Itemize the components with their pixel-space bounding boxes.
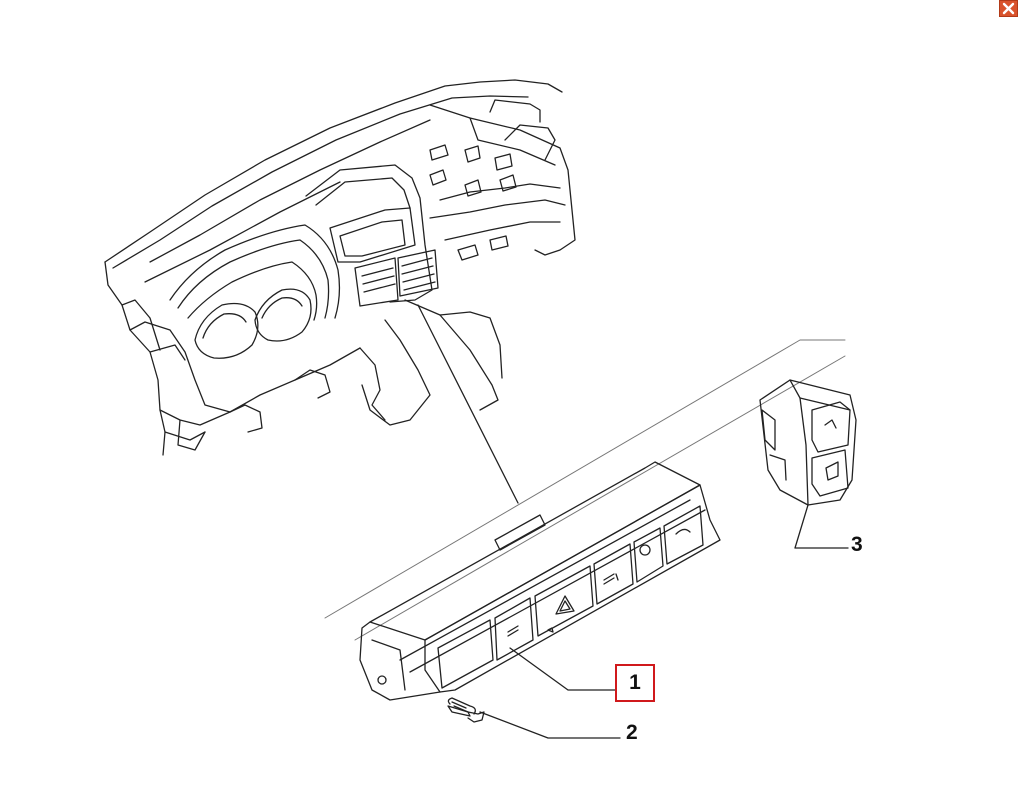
screw-icon bbox=[447, 697, 485, 723]
center-switch-panel-icon bbox=[359, 461, 721, 701]
close-x-icon bbox=[1002, 2, 1015, 15]
callout-2-label[interactable]: 2 bbox=[626, 721, 638, 744]
leader-line-dashboard bbox=[417, 304, 519, 504]
hazard-icon bbox=[555, 595, 575, 615]
callout-1-label[interactable]: 1 bbox=[615, 664, 655, 702]
switch-module-icon bbox=[759, 379, 857, 506]
close-button[interactable] bbox=[999, 0, 1018, 17]
leader-line-2 bbox=[479, 711, 621, 739]
leader-line-3 bbox=[794, 504, 849, 549]
perspective-lines bbox=[324, 339, 846, 641]
callout-3-label[interactable]: 3 bbox=[851, 533, 863, 556]
leader-line-1 bbox=[509, 647, 617, 691]
dashboard-assembly-icon bbox=[104, 79, 576, 456]
